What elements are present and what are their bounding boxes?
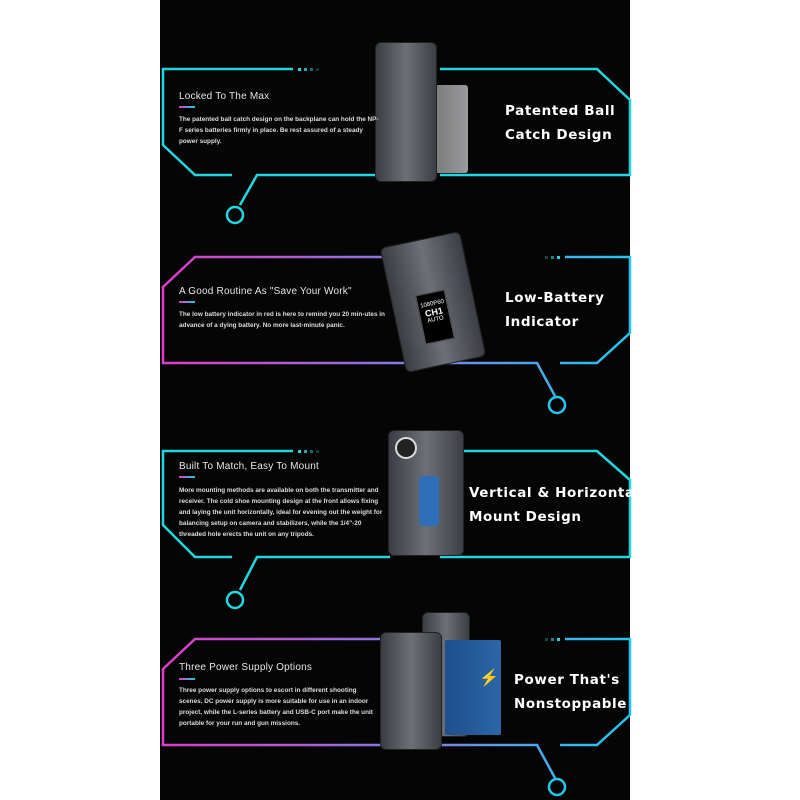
product-image-transmitter [388,430,464,556]
heading-underline [179,476,195,478]
section-heading: Three Power Supply Options [179,662,313,673]
section-heading: Built To Match, Easy To Mount [179,461,319,472]
product-image-front-unit [380,632,442,750]
dots-decoration [298,68,560,641]
frame-1 [161,67,632,225]
section-body: The patented ball catch design on the ba… [179,116,379,145]
section-heading: Locked To The Max [179,91,270,102]
cold-shoe-mount [419,476,439,526]
product-image-backplane [375,42,437,182]
section-heading: A Good Routine As "Save Your Work" [179,286,352,297]
connector-node-icon [225,205,245,225]
lightning-icon: ⚡ [479,670,499,687]
section-body: More mounting methods are available on b… [179,487,383,538]
section-body: Three power supply options to escort in … [179,687,373,727]
heading-underline [179,106,195,108]
connector-node-icon [225,590,245,610]
section-body: The low battery indicator in red is here… [179,311,385,329]
connector-node-icon [547,395,567,415]
heading-underline [179,301,195,303]
frame-2 [161,255,632,397]
l-series-battery: ⚡ [445,640,501,735]
connector-node-icon [547,777,567,797]
heading-underline [179,678,195,680]
brand-logo-icon [395,437,417,459]
frame-4 [161,637,632,779]
frame-3 [161,449,632,610]
